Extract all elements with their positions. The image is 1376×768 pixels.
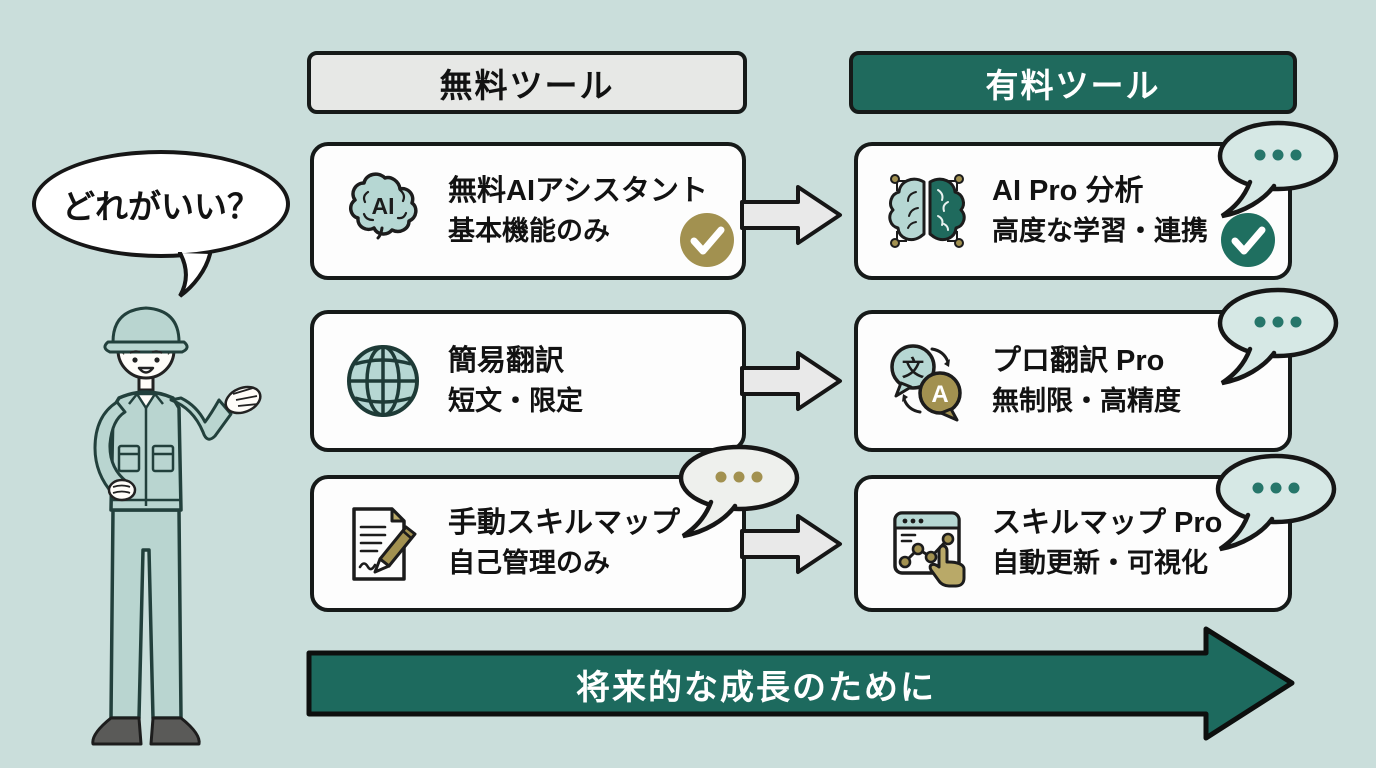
card-title: スキルマップ Pro (992, 507, 1223, 540)
speech-bubble-tail (178, 252, 212, 298)
svg-text:文: 文 (902, 356, 925, 381)
card-title: プロ翻訳 Pro (992, 344, 1165, 377)
ellipsis-bubble-icon (678, 444, 800, 539)
upgrade-arrow-icon (740, 351, 842, 411)
ellipsis-bubble-icon (1215, 453, 1337, 552)
svg-text:AI: AI (372, 193, 395, 219)
card-subtitle: 高度な学習・連携 (992, 215, 1208, 246)
teal-check-icon (1221, 213, 1275, 267)
ai-brain-icon: AI (349, 172, 418, 240)
card-pro-translation: 文 A プロ翻訳 Pro 無制限・高精度 (854, 310, 1292, 452)
question-text: どれがいい？ (62, 188, 260, 225)
paid-tools-header-label: 有料ツール (985, 66, 1161, 104)
document-pencil-icon (352, 506, 417, 581)
growth-arrow (306, 626, 1295, 741)
card-subtitle: 基本機能のみ (448, 215, 610, 246)
skillmap-chart-icon (893, 510, 966, 587)
translate-icon: 文 A (890, 344, 962, 422)
ellipsis-bubble-icon (1217, 287, 1339, 386)
card-title: AI Pro 分析 (992, 174, 1144, 207)
globe-icon (347, 345, 419, 417)
upgrade-arrow-icon (740, 514, 842, 574)
olive-check-icon (680, 213, 734, 267)
card-ai-pro: AI Pro 分析 高度な学習・連携 (854, 142, 1292, 280)
shoe-right (149, 716, 201, 746)
worker-character-illustration (91, 306, 262, 746)
shoe-left (91, 716, 143, 746)
free-tools-header-label: 無料ツール (439, 66, 615, 104)
card-title: 無料AIアシスタント (448, 174, 708, 207)
card-subtitle: 無制限・高精度 (992, 385, 1181, 416)
card-title: 手動スキルマップ (448, 507, 681, 540)
card-simple-translation: 簡易翻訳 短文・限定 (310, 310, 746, 452)
ai-pro-brain-icon (888, 174, 966, 248)
question-speech-bubble: どれがいい？ (32, 150, 290, 258)
ellipsis-bubble-icon (1217, 120, 1339, 219)
upgrade-arrow-icon (740, 185, 842, 245)
paid-tools-header: 有料ツール (849, 51, 1297, 114)
card-manual-skillmap: 手動スキルマップ 自己管理のみ (310, 475, 746, 612)
card-title: 簡易翻訳 (448, 344, 565, 377)
free-tools-header: 無料ツール (307, 51, 747, 114)
hand-cursor-icon (928, 543, 966, 587)
card-subtitle: 自動更新・可視化 (992, 548, 1208, 579)
svg-text:A: A (931, 381, 948, 408)
card-subtitle: 自己管理のみ (448, 548, 610, 579)
card-subtitle: 短文・限定 (448, 385, 583, 416)
cap (111, 306, 181, 344)
growth-arrow-label: 将来的な成長のために (576, 668, 936, 707)
